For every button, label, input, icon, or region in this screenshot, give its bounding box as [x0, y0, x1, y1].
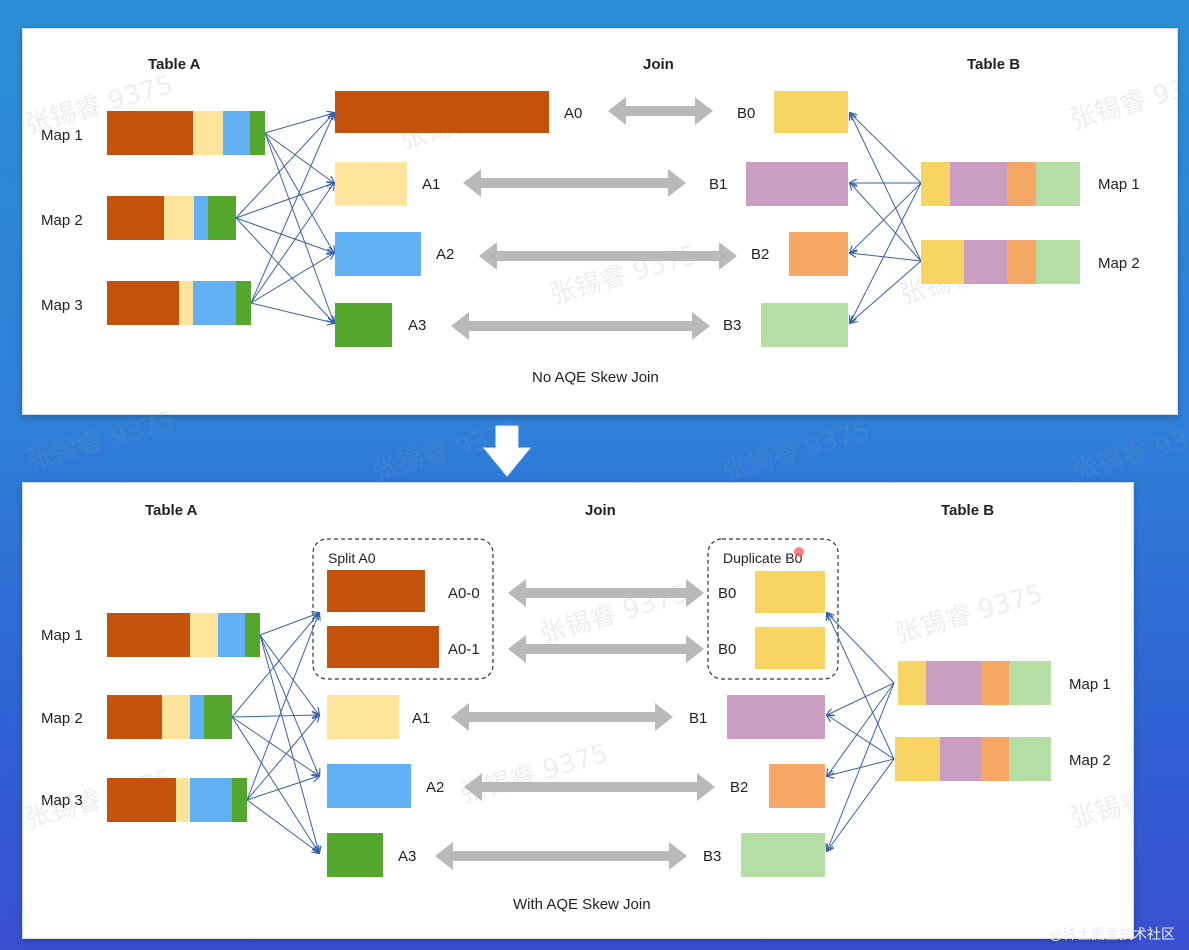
map-a-label: Map 2	[41, 710, 83, 727]
partition-a3-label: A3	[398, 848, 416, 865]
partition-a3	[335, 303, 392, 347]
partition-b0-label: B0	[737, 105, 755, 122]
cursor-dot-icon	[794, 547, 804, 557]
split-label: Split A0	[328, 550, 376, 566]
watermark-text: 张锡睿 9375	[719, 416, 874, 487]
join-arrows	[451, 97, 737, 340]
join-arrow-0	[608, 97, 713, 125]
duplicate-label: Duplicate B0	[723, 550, 803, 566]
join-arrow-1	[463, 169, 686, 197]
shuffle-lines-a	[231, 613, 319, 853]
join-header: Join	[585, 502, 616, 519]
duplicate-group	[707, 538, 839, 680]
shuffle-lines-a	[235, 113, 334, 323]
join-arrow-2	[451, 703, 673, 731]
partition-b3-label: B3	[703, 848, 721, 865]
partition-a2-label: A2	[436, 246, 454, 263]
table-b-header: Table B	[941, 502, 994, 519]
map-b-label: Map 2	[1069, 752, 1111, 769]
map-b-label: Map 1	[1098, 176, 1140, 193]
map-a-label: Map 1	[41, 627, 83, 644]
watermark-text: 张锡睿 9375	[1067, 65, 1177, 136]
map-a-label: Map 1	[41, 127, 83, 144]
watermark-text: 张锡睿 9375	[1067, 764, 1133, 835]
partition-b0-label: B0	[718, 641, 736, 658]
watermark-text: 张锡睿 9375	[1069, 416, 1189, 487]
table-a-header: Table A	[145, 502, 198, 519]
partition-b0-copy-2	[755, 627, 825, 669]
map-b-label: Map 1	[1069, 676, 1111, 693]
partition-b2	[789, 232, 848, 276]
partition-b2-label: B2	[751, 246, 769, 263]
map-3-bar-a	[107, 281, 251, 325]
partition-a0-1-label: A0-1	[448, 641, 480, 658]
partition-a0	[335, 91, 549, 133]
footer-credit: @稀土掘金技术社区	[1048, 926, 1175, 942]
down-arrow-icon	[482, 425, 532, 477]
caption: With AQE Skew Join	[513, 896, 651, 913]
map-2-bar-b	[921, 240, 1080, 284]
watermark-text: 张锡睿 9375	[369, 416, 524, 487]
map-2-bar-b	[895, 737, 1051, 781]
partition-b2	[769, 764, 825, 808]
shuffle-lines-b	[850, 113, 922, 323]
no-aqe-diagram: 张锡睿 9375 张锡睿 9375 张锡睿 9375 张锡睿 9375 张锡睿 …	[23, 56, 1177, 386]
partition-a0-1	[327, 626, 439, 668]
map-2-bar-a	[107, 196, 236, 240]
map-b-label: Map 2	[1098, 255, 1140, 272]
watermark-text: 张锡睿 9375	[892, 579, 1047, 650]
table-b-header: Table B	[967, 56, 1020, 73]
watermark-text: 张锡睿 9375	[24, 406, 179, 477]
partition-b3	[761, 303, 848, 347]
partition-a1	[335, 162, 407, 206]
partition-a0-label: A0	[564, 105, 582, 122]
partition-b1-label: B1	[689, 710, 707, 727]
with-aqe-diagram-panel: 张锡睿 9375 张锡睿 9375 张锡睿 9375 张锡睿 9375 张锡睿 …	[22, 482, 1134, 939]
with-aqe-diagram: 张锡睿 9375 张锡睿 9375 张锡睿 9375 张锡睿 9375 张锡睿 …	[23, 502, 1133, 913]
map-1-bar-b	[921, 162, 1080, 206]
map-a-label: Map 3	[41, 297, 83, 314]
no-aqe-diagram-panel: 张锡睿 9375 张锡睿 9375 张锡睿 9375 张锡睿 9375 张锡睿 …	[22, 28, 1178, 415]
join-arrow-2	[479, 242, 737, 270]
watermark-text: 张锡睿 9375	[547, 240, 702, 311]
caption: No AQE Skew Join	[532, 369, 659, 386]
partition-a0-0	[327, 570, 425, 612]
map-a-label: Map 3	[41, 792, 83, 809]
join-arrow-4	[435, 842, 687, 870]
partition-a2	[335, 232, 421, 276]
join-header: Join	[643, 56, 674, 73]
partition-a3-label: A3	[408, 317, 426, 334]
partition-b2-label: B2	[730, 779, 748, 796]
map-a-label: Map 2	[41, 212, 83, 229]
map-3-bar-a	[107, 778, 247, 822]
partition-b3-label: B3	[723, 317, 741, 334]
join-arrow-3	[451, 312, 710, 340]
partition-b0-label: B0	[718, 585, 736, 602]
table-a-header: Table A	[148, 56, 201, 73]
partition-b0-copy-1	[755, 571, 825, 613]
partition-b1	[727, 695, 825, 739]
join-arrow-3	[464, 773, 715, 801]
shuffle-lines-b	[827, 613, 895, 851]
partition-a1-label: A1	[422, 176, 440, 193]
partition-b1	[746, 162, 848, 206]
partition-a1	[327, 695, 399, 739]
partition-a1-label: A1	[412, 710, 430, 727]
partition-b1-label: B1	[709, 176, 727, 193]
partition-a3	[327, 833, 383, 877]
partition-a2-label: A2	[426, 779, 444, 796]
join-arrow-1	[508, 635, 704, 663]
partition-a0-0-label: A0-0	[448, 585, 480, 602]
join-arrows	[435, 579, 715, 870]
partition-a2	[327, 764, 411, 808]
partition-b0	[774, 91, 848, 133]
map-1-bar-a	[107, 613, 260, 657]
partition-b3	[741, 833, 825, 877]
join-arrow-0	[508, 579, 704, 607]
map-1-bar-a	[107, 111, 265, 155]
map-1-bar-b	[898, 661, 1051, 705]
map-2-bar-a	[107, 695, 232, 739]
